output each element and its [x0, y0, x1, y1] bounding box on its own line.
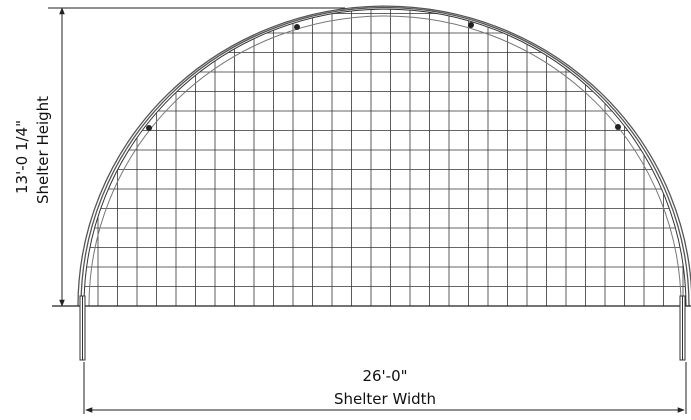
width-value: 26'-0"	[362, 367, 407, 385]
height-label: Shelter Height	[34, 96, 52, 204]
connector-3	[146, 125, 152, 131]
arch-frame	[77, 5, 691, 307]
connector-2	[468, 22, 474, 28]
connector-4	[615, 124, 621, 130]
height-value: 13'-0 1/4"	[13, 120, 31, 194]
right-post	[679, 295, 686, 361]
purlin-connectors	[146, 22, 621, 131]
connector-1	[294, 24, 300, 30]
width-label: Shelter Width	[334, 390, 436, 408]
left-post	[79, 295, 86, 361]
height-dimension: 13'-0 1/4" Shelter Height	[13, 7, 345, 307]
width-dimension: 26'-0" Shelter Width	[83, 362, 687, 414]
mesh-grid	[84, 9, 686, 306]
